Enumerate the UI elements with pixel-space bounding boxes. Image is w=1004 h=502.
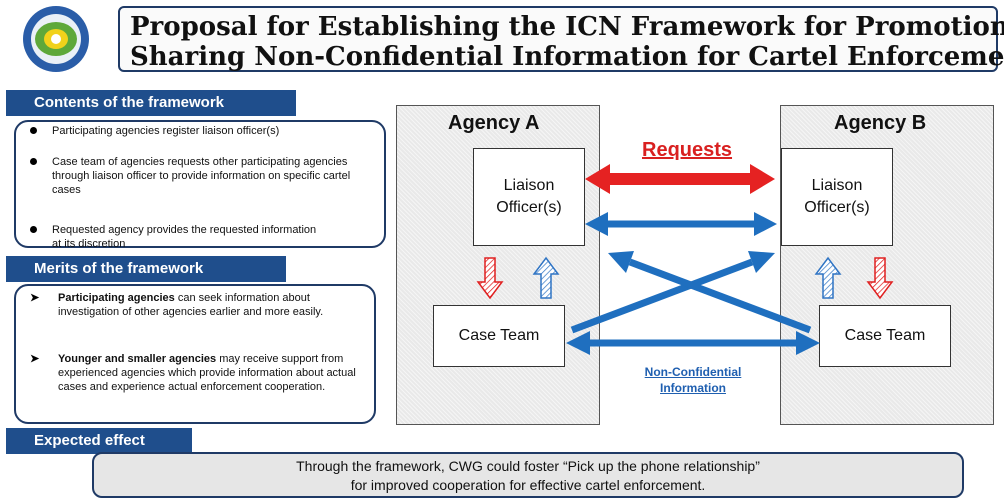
contents-item-1: Participating agencies register liaison … [52, 125, 280, 137]
requests-label: Requests [642, 139, 733, 161]
merits-item-1-text: can seek information about investigation… [58, 292, 324, 318]
effect-box: Through the framework, CWG could foster … [92, 452, 964, 498]
down-arrow-icon-a [476, 257, 504, 300]
liaison-b-line-1: Liaison [811, 177, 863, 194]
up-arrow-icon-b [814, 256, 842, 299]
merits-item-1: Participating agencies can seek informat… [58, 291, 358, 319]
merits-heading: Merits of the framework [6, 256, 286, 282]
contents-panel: Participating agencies register liaison … [14, 120, 386, 250]
effect-line-2: for improved cooperation for effective c… [350, 477, 706, 493]
merits-panel: ➤ Participating agencies can seek inform… [14, 284, 376, 424]
merits-item-2-bold: Younger and smaller agencies [58, 353, 217, 365]
agency-a-title: Agency A [448, 112, 540, 134]
cross-arrow-a-to-b [570, 251, 775, 334]
liaison-b-line-2: Officer(s) [804, 199, 870, 216]
arrow-bullet-icon: ➤ [30, 292, 40, 304]
contents-item-2: Case team of agencies requests other par… [52, 156, 351, 196]
non-confidential-info-label: Non-Confidential Information [632, 364, 754, 396]
bullet-icon [30, 158, 37, 165]
effect-line-1: Through the framework, CWG could foster … [296, 458, 760, 474]
merits-item-1-bold: Participating agencies [58, 292, 175, 304]
liaison-a-line-1: Liaison [503, 177, 555, 194]
liaison-a-line-2: Officer(s) [496, 199, 562, 216]
title-box: Proposal for Establishing the ICN Framew… [118, 6, 1004, 72]
case-team-b-box: Case Team [819, 305, 951, 367]
bullet-icon [30, 127, 37, 134]
cross-arrow-b-to-a [608, 251, 812, 334]
up-arrow-icon-a [532, 256, 560, 299]
liaison-exchange-arrow [585, 212, 777, 236]
page-title-line-2: Sharing Non-Confidential Information for… [130, 42, 1004, 72]
bullet-icon [30, 226, 37, 233]
case-team-a-box: Case Team [433, 305, 565, 367]
case-team-exchange-arrow [566, 331, 820, 355]
down-arrow-icon-b [866, 257, 894, 300]
requests-double-arrow [585, 164, 775, 194]
contents-item-3: Requested agency provides the requested … [52, 224, 317, 250]
arrow-bullet-icon: ➤ [30, 353, 40, 365]
commission-logo [23, 6, 89, 72]
contents-heading: Contents of the framework [6, 90, 296, 116]
non-confidential-line-2: Information [660, 381, 726, 395]
non-confidential-line-1: Non-Confidential [644, 365, 742, 379]
page-title-line-1: Proposal for Establishing the ICN Framew… [130, 12, 1004, 42]
agency-b-title: Agency B [834, 112, 927, 134]
merits-item-2: Younger and smaller agencies may receive… [58, 352, 358, 394]
effect-heading: Expected effect [6, 428, 192, 454]
merits-item-2-text: may receive support from experienced age… [58, 353, 356, 393]
